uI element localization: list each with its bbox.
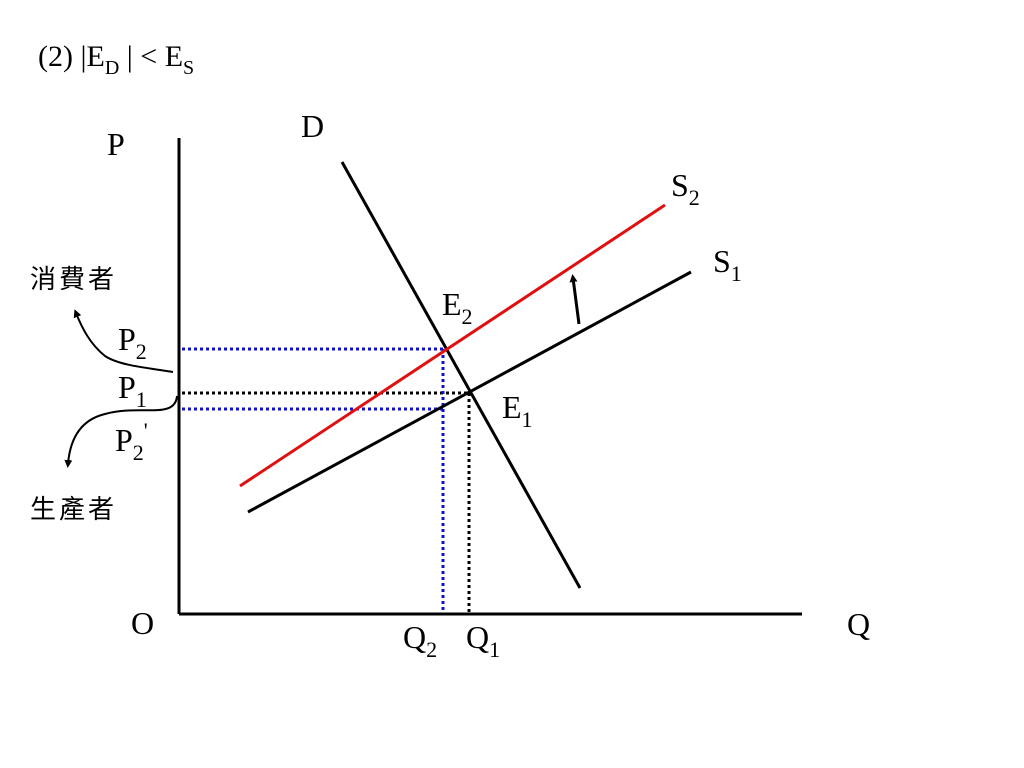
consumer-label: 消費者 [30,265,117,295]
producer-burden-arrow [64,395,178,468]
producer-label: 生產者 [30,495,117,525]
q2-label: Q2 [403,619,437,662]
supply1-curve [247,270,692,514]
y-axis-label: P [107,126,125,162]
e1-label: E1 [502,389,533,432]
origin-label: O [131,605,154,641]
supply1-label: S1 [713,243,742,286]
x-axis-label: Q [847,606,870,642]
demand-label: D [301,108,324,144]
supply-shift-arrow [569,274,581,325]
diagram-title: (2) |ED | < ES [38,40,194,79]
supply2-label: S2 [671,167,700,210]
p2-label: P2 [118,321,147,364]
supply2-curve [239,203,666,488]
e2-label: E2 [442,286,473,329]
p2-prime-label: P2' [115,418,148,465]
demand-curve [340,161,582,589]
consumer-burden-arrow [73,309,174,373]
q1-label: Q1 [466,619,500,662]
p1-label: P1 [118,369,147,412]
